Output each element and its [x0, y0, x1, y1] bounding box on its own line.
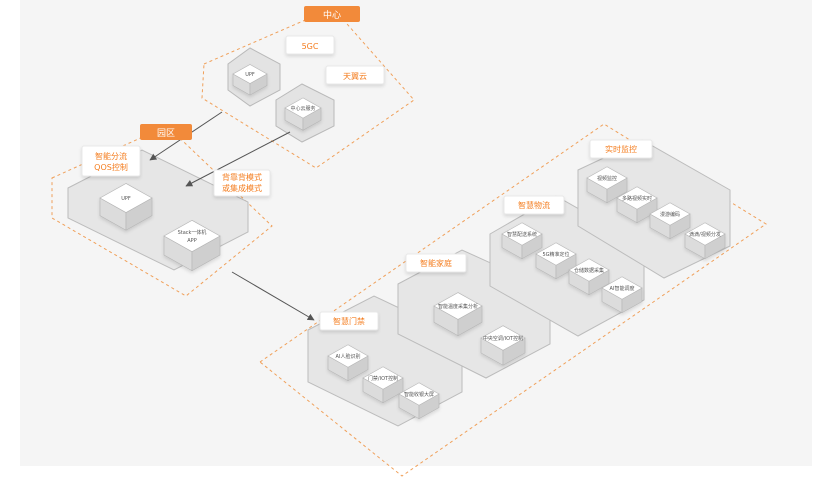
logistics-item-1: 5G精准定位: [535, 242, 577, 280]
monitor-item-2: 漫游编码: [649, 202, 691, 240]
door-item-1-label-0: 门禁/IOT控制: [368, 375, 398, 382]
logistics-item-0-label-0: 智慧配送系统: [507, 231, 537, 238]
arrow-park-to-apps: [231, 271, 315, 321]
home-title: 智能家庭: [420, 258, 452, 268]
tianyi-cloud-label: 天翼云: [343, 72, 367, 81]
home-item-0: 智能温度采集分析: [433, 292, 483, 337]
door-item-1: 门禁/IOT控制: [362, 366, 404, 404]
park-stack-cube-label-0: Stack一体机: [178, 229, 207, 236]
integrated-mode-label: 或集成模式: [222, 183, 262, 193]
logistics-item-2-label-0: 仓储数据采集: [574, 267, 604, 274]
monitor-item-3-label-0: 滴滴/视频分发: [689, 231, 721, 238]
applications-zone-outline: [259, 123, 767, 477]
park-upf-cube: UPF: [99, 183, 153, 231]
door-item-0-label-0: AI人脸识别: [336, 353, 361, 360]
center-cloud-cube: 中心云服务: [284, 97, 322, 131]
park-stack-cube-label-1: APP: [187, 238, 196, 244]
home-item-1-label-0: 中央空调/IOT控制: [483, 335, 523, 342]
logistics-item-3: AI智能调度: [601, 276, 643, 314]
home-item-0-label-0: 智能温度采集分析: [438, 303, 478, 310]
callouts: [81, 35, 653, 331]
center-upf-cube-label-0: UPF: [245, 72, 255, 78]
door-title: 智慧门禁: [333, 316, 365, 326]
svg-text:中心: 中心: [323, 9, 341, 21]
monitor-item-0-label-0: 视频监控: [597, 175, 617, 182]
door-item-2: 智能收银大屏: [398, 382, 440, 420]
door-item-0: AI人脸识别: [327, 344, 369, 382]
svg-text:园区: 园区: [157, 128, 175, 139]
monitor-item-0: 视频监控: [586, 166, 628, 204]
park-tag: 园区: [140, 124, 192, 140]
park-stack-cube: Stack一体机 APP: [163, 219, 221, 272]
park-zone-outline: [51, 125, 273, 297]
logistics-item-1-label-0: 5G精准定位: [542, 251, 569, 258]
backhaul-mode-label: 背靠背模式: [222, 172, 262, 182]
center-tag: 中心: [304, 6, 360, 22]
logistics-item-3-label-0: AI智能调度: [610, 285, 635, 292]
qos-control-label: QOS控制: [94, 162, 128, 172]
arrow-cloud-to-park: [185, 131, 291, 187]
monitor-title: 实时监控: [605, 144, 637, 154]
smart-routing-label: 智能分流: [95, 151, 127, 161]
logistics-title: 智慧物流: [518, 200, 550, 210]
monitor-item-1: 多路视频实时: [616, 186, 658, 224]
monitor-item-3: 滴滴/视频分发: [684, 222, 726, 260]
center-upf-cube: UPF: [232, 64, 268, 96]
home-item-1: 中央空调/IOT控制: [480, 325, 526, 366]
logistics-item-0: 智慧配送系统: [501, 222, 543, 260]
logistics-item-2: 仓储数据采集: [568, 258, 610, 296]
fivegc-label: 5GC: [302, 42, 319, 51]
park-upf-cube-label-0: UPF: [121, 196, 131, 202]
center-cloud-cube-label-0: 中心云服务: [290, 105, 315, 112]
monitor-item-1-label-0: 多路视频实时: [622, 195, 652, 202]
monitor-item-2-label-0: 漫游编码: [660, 211, 680, 218]
door-item-2-label-0: 智能收银大屏: [404, 391, 434, 398]
